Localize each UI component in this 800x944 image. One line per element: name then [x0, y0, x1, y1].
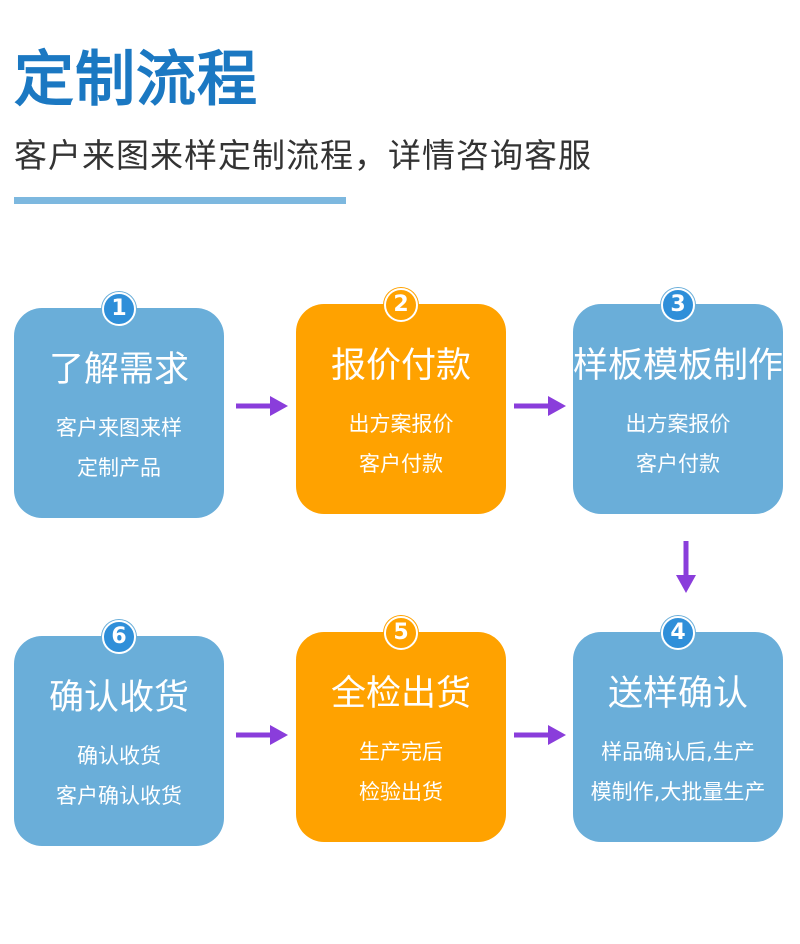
- step-1-desc-line-1: 客户来图来样: [56, 416, 182, 440]
- page-subtitle: 客户来图来样定制流程，详情咨询客服: [14, 136, 592, 175]
- arrow-right-icon: [514, 396, 566, 416]
- step-4-desc-line-1: 样品确认后,生产: [601, 740, 755, 764]
- step-2-desc-line-2: 客户付款: [359, 452, 443, 476]
- step-6-desc-line-1: 确认收货: [77, 744, 161, 768]
- step-6-title: 确认收货: [48, 678, 189, 718]
- step-4-title: 送样确认: [607, 674, 748, 714]
- step-2-desc-line-1: 出方案报价: [348, 412, 454, 436]
- step-3-desc-line-1: 出方案报价: [625, 412, 731, 436]
- step-3-title: 样板模板制作: [572, 346, 783, 386]
- step-4-desc-line-2: 模制作,大批量生产: [590, 780, 766, 804]
- step-1-desc-line-2: 定制产品: [77, 456, 161, 480]
- step-3-card: 3 样板模板制作 出方案报价 客户付款: [573, 288, 783, 514]
- step-6-card: 6 确认收货 确认收货 客户确认收货: [14, 620, 224, 846]
- page-title: 定制流程: [14, 45, 258, 115]
- step-5-desc-line-1: 生产完后: [359, 740, 443, 764]
- step-6-number-badge: 6: [102, 620, 136, 654]
- step-4-card: 4 送样确认 样品确认后,生产 模制作,大批量生产: [573, 616, 783, 842]
- step-3-desc-line-2: 客户付款: [636, 452, 720, 476]
- step-6-desc-line-2: 客户确认收货: [56, 784, 182, 808]
- step-1-card: 1 了解需求 客户来图来样 定制产品: [14, 292, 224, 518]
- step-5-number-badge: 5: [384, 616, 418, 650]
- step-1-number-badge: 1: [102, 292, 136, 326]
- step-2-title: 报价付款: [330, 346, 471, 386]
- arrow-right-icon: [236, 725, 288, 745]
- step-5-desc-line-2: 检验出货: [359, 780, 443, 804]
- arrow-down-icon: [676, 541, 696, 593]
- step-3-number-badge: 3: [661, 288, 695, 322]
- step-2-number-badge: 2: [384, 288, 418, 322]
- title-divider: [14, 197, 346, 204]
- arrow-right-icon: [236, 396, 288, 416]
- step-2-card: 2 报价付款 出方案报价 客户付款: [296, 288, 506, 514]
- arrow-right-icon: [514, 725, 566, 745]
- step-4-number-badge: 4: [661, 616, 695, 650]
- step-5-card: 5 全检出货 生产完后 检验出货: [296, 616, 506, 842]
- step-5-title: 全检出货: [330, 674, 471, 714]
- step-1-title: 了解需求: [48, 350, 189, 390]
